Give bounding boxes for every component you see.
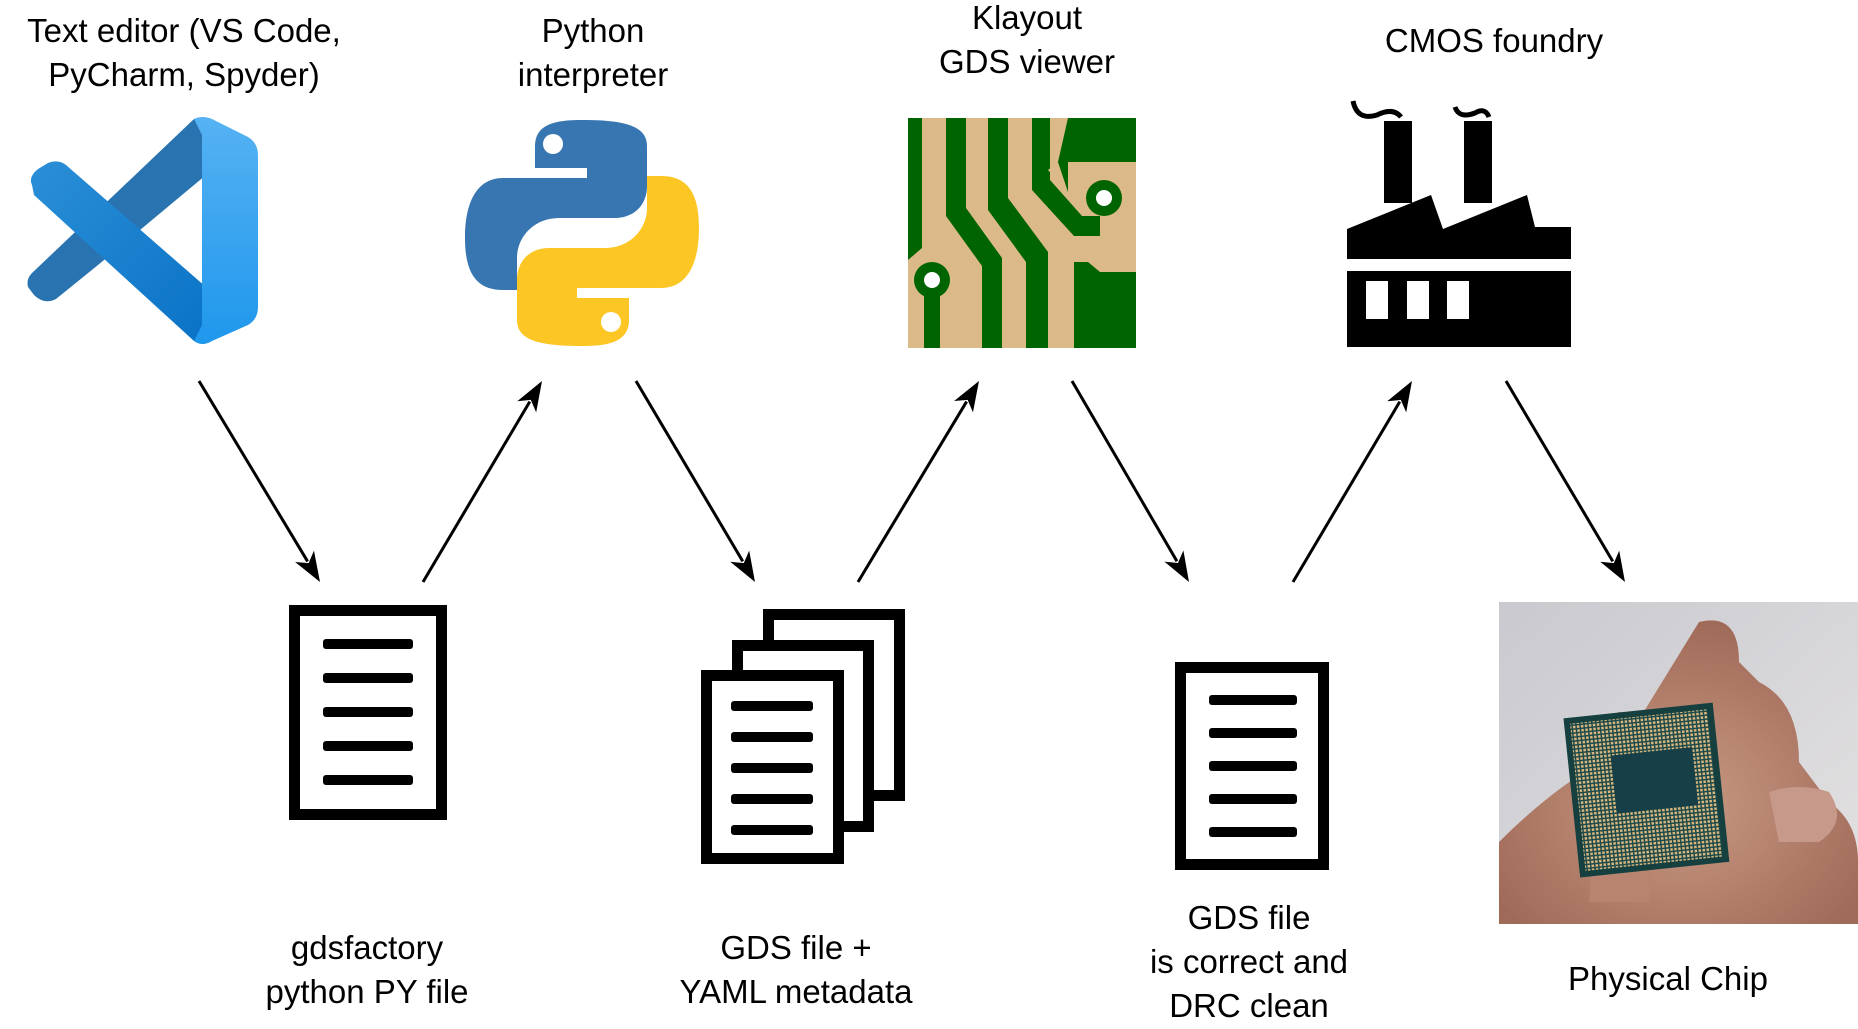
label-klayout: Klayout GDS viewer bbox=[939, 0, 1115, 84]
label-gds-yaml: GDS file + YAML metadata bbox=[680, 926, 913, 1014]
text-line bbox=[323, 741, 413, 751]
label-line: python PY file bbox=[265, 973, 469, 1010]
text-line bbox=[1209, 827, 1297, 837]
label-physical-chip: Physical Chip bbox=[1568, 957, 1768, 1001]
vscode-icon bbox=[27, 117, 258, 344]
text-line bbox=[323, 775, 413, 785]
label-line: interpreter bbox=[517, 56, 669, 93]
label-line: GDS file + bbox=[720, 929, 872, 966]
text-line bbox=[731, 763, 813, 773]
text-line bbox=[1209, 794, 1297, 804]
document-icon-py-file bbox=[289, 605, 447, 820]
label-line: Klayout bbox=[971, 0, 1083, 36]
label-line: DRC clean bbox=[1169, 987, 1329, 1024]
text-line bbox=[731, 825, 813, 835]
text-line bbox=[323, 639, 413, 649]
label-line: CMOS foundry bbox=[1384, 22, 1604, 59]
arrowhead-icon bbox=[517, 381, 542, 413]
arrowhead-icon bbox=[1387, 381, 1412, 413]
label-line: Python bbox=[541, 12, 645, 49]
text-line bbox=[323, 673, 413, 683]
arrow-gds_yaml-to-klayout bbox=[856, 400, 968, 583]
document-icon-gds-clean bbox=[1175, 662, 1329, 870]
label-line: Text editor (VS Code, bbox=[27, 12, 341, 49]
text-line bbox=[1209, 695, 1297, 705]
label-line: is correct and bbox=[1149, 943, 1349, 980]
arrow-editor-to-py_file bbox=[197, 380, 309, 563]
document-front bbox=[701, 670, 844, 864]
label-line: PyCharm, Spyder) bbox=[48, 56, 320, 93]
label-line: gdsfactory bbox=[290, 929, 444, 966]
label-line: GDS viewer bbox=[938, 43, 1116, 80]
arrow-python-to-gds_yaml bbox=[634, 380, 745, 563]
arrowhead-icon bbox=[295, 550, 320, 582]
arrow-foundry-to-chip bbox=[1504, 380, 1615, 563]
text-line bbox=[731, 794, 813, 804]
label-line: YAML metadata bbox=[679, 973, 913, 1010]
python-icon bbox=[465, 120, 699, 346]
arrowhead-icon bbox=[730, 550, 755, 582]
label-text-editor: Text editor (VS Code, PyCharm, Spyder) bbox=[27, 9, 341, 97]
text-line bbox=[1209, 728, 1297, 738]
text-line bbox=[731, 701, 813, 711]
arrowhead-icon bbox=[1600, 550, 1625, 582]
label-line: Physical Chip bbox=[1568, 960, 1768, 997]
label-python-interpreter: Python interpreter bbox=[518, 9, 668, 97]
label-cmos-foundry: CMOS foundry bbox=[1385, 19, 1603, 63]
factory-icon bbox=[1347, 100, 1571, 347]
arrow-gds_clean-to-foundry bbox=[1291, 400, 1402, 583]
label-line: GDS file bbox=[1187, 899, 1311, 936]
chip-photo bbox=[1499, 602, 1858, 924]
text-line bbox=[323, 707, 413, 717]
label-gds-clean: GDS file is correct and DRC clean bbox=[1150, 896, 1348, 1028]
klayout-icon bbox=[908, 118, 1136, 348]
arrow-klayout-to-gds_clean bbox=[1070, 380, 1179, 563]
text-line bbox=[1209, 761, 1297, 771]
arrowhead-icon bbox=[1164, 550, 1189, 582]
text-line bbox=[731, 732, 813, 742]
label-py-file: gdsfactory python PY file bbox=[265, 926, 468, 1014]
arrowhead-icon bbox=[954, 381, 979, 413]
arrow-py_file-to-python bbox=[421, 400, 532, 583]
